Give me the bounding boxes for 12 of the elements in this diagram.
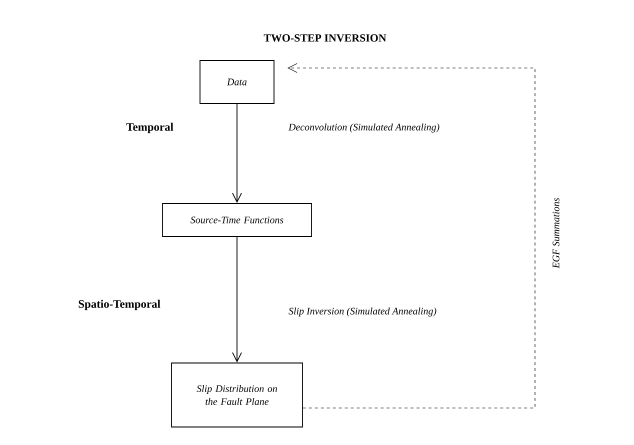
title: TWO-STEP INVERSION bbox=[264, 34, 386, 42]
arrow bbox=[287, 63, 536, 408]
step-label: Temporal bbox=[126, 122, 174, 134]
arrow bbox=[232, 104, 242, 204]
step-label: Spatio-Temporal bbox=[78, 300, 160, 310]
edge-label: EGF Summations bbox=[552, 198, 560, 268]
process-box: Data bbox=[200, 60, 274, 104]
arrow bbox=[232, 236, 242, 363]
method-label: Slip Inversion (Simulated Annealing) bbox=[288, 307, 436, 316]
process-box: Source-Time Functions bbox=[162, 203, 312, 237]
process-box: Slip Distribution on the Fault Plane bbox=[171, 362, 303, 428]
method-label: Deconvolution (Simulated Annealing) bbox=[288, 123, 440, 133]
